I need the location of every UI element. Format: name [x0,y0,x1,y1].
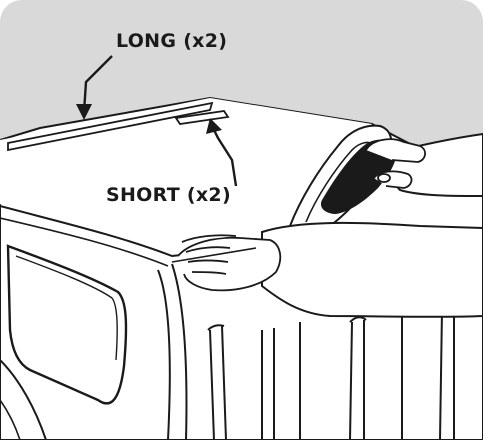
side-window-inner [15,255,118,361]
corner-panel-2 [171,263,188,440]
corner-panel [157,269,171,440]
arrow-icon-short [206,118,238,187]
strip-under-hand [171,247,257,263]
long-strip [7,101,214,152]
lid-top-surface [0,98,372,250]
arrow-icon-long [76,55,113,120]
lower-arm [261,221,483,318]
short-strip [174,110,230,125]
long-callout-label: LONG (x2) [116,30,228,52]
squeegee-grip [320,139,397,214]
squeegee-icon [288,124,397,235]
bottom-left-edge [0,359,47,440]
hand-icon [365,138,426,189]
short-callout-label: SHORT (x2) [106,184,231,206]
bottom-left-edge-2 [0,399,21,440]
side-window [6,244,128,405]
lid-front-edge-inner [0,217,169,267]
pressing-hand-icon [177,234,282,292]
front-panels [207,304,457,440]
